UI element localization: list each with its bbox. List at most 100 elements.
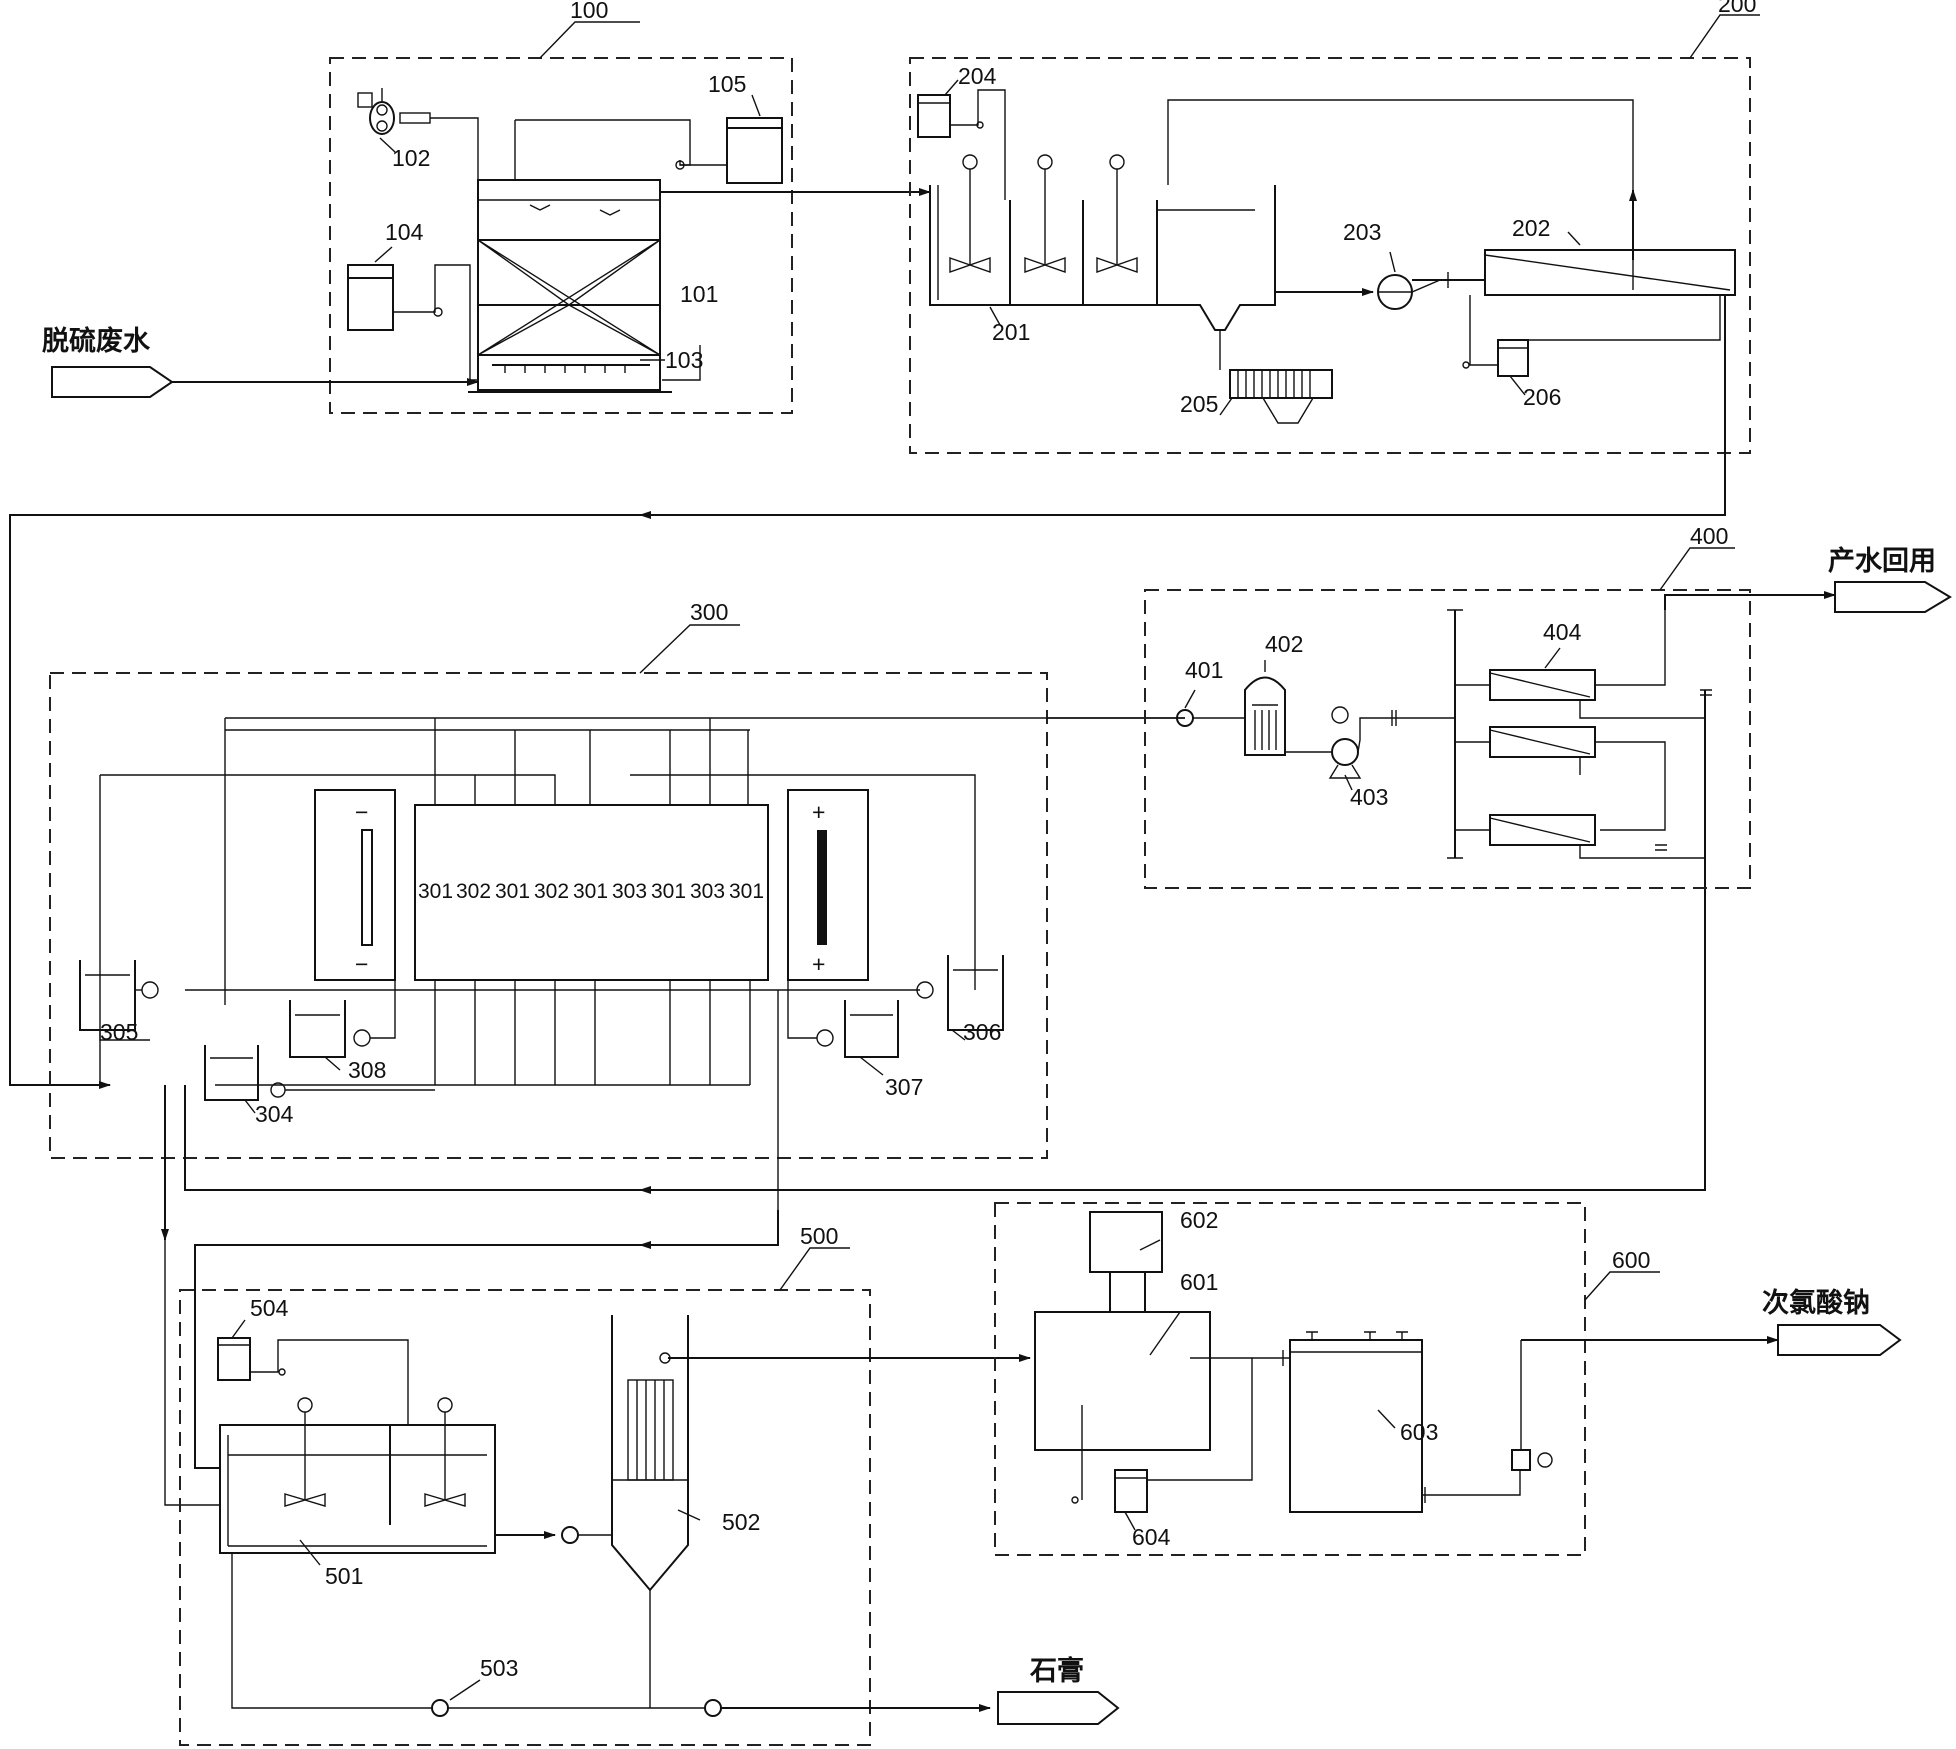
reaction-tank-501: [219, 1397, 496, 1554]
leader-305: [99, 1030, 150, 1041]
blower-102: [357, 88, 479, 180]
ed-cell-9: 301: [729, 880, 764, 903]
unit-600-boundary: [994, 1202, 1586, 1556]
label-304: 304: [255, 1101, 294, 1127]
dosing-tank-204: [917, 89, 1006, 200]
leader-306: [951, 1029, 966, 1041]
ed-bottom-piping: [185, 980, 920, 1210]
cathode-sign-bottom: −: [355, 951, 368, 977]
leader-101: [662, 345, 701, 381]
outlet-product-water-reuse: 产水回用: [1664, 546, 1952, 613]
label-308: 308: [348, 1057, 386, 1083]
label-102: 102: [392, 145, 430, 171]
leader-104: [374, 246, 393, 263]
storage-tank-603: [1252, 1331, 1521, 1513]
leader-202: [1567, 231, 1581, 246]
leader-307: [859, 1056, 884, 1076]
anode-plate: [817, 830, 827, 945]
flow-concentrate-to-500: [194, 1210, 779, 1469]
thickener-502: [611, 1315, 689, 1708]
label-502: 502: [722, 1509, 760, 1535]
label-604: 604: [1132, 1524, 1171, 1550]
unit-300-label: 300: [690, 599, 728, 625]
leader-308: [324, 1056, 341, 1071]
label-103: 103: [665, 347, 703, 373]
leader-504: [231, 1319, 246, 1339]
pump-203: [1377, 272, 1485, 310]
anode-compartment: [787, 789, 869, 981]
unit-600-label: 600: [1612, 1247, 1650, 1273]
unit-100-boundary: [329, 57, 793, 414]
leader-501: [299, 1539, 321, 1566]
ed-cell-3: 301: [495, 880, 530, 903]
pump-401: [1176, 709, 1245, 727]
tank-306: [916, 955, 1004, 1031]
tank-304: [204, 1045, 435, 1101]
label-101: 101: [680, 281, 718, 307]
unit-300-leader: [639, 624, 740, 674]
hp-pump-403: [1285, 706, 1455, 779]
leader-604: [1124, 1511, 1136, 1531]
dosing-tank-105: [675, 117, 783, 184]
ed-cell-1: 301: [418, 880, 453, 903]
ro-membranes-404: [1447, 609, 1712, 859]
filter-press-205: [1229, 369, 1333, 424]
leader-206: [1509, 375, 1526, 396]
leader-105: [751, 94, 761, 117]
leader-201: [989, 306, 1001, 326]
product-water-label: 产水回用: [1828, 546, 1936, 577]
dosing-pump-605: [1511, 1340, 1553, 1471]
cathode-sign-top: −: [355, 799, 368, 825]
label-603: 603: [1400, 1419, 1438, 1445]
leader-603: [1377, 1409, 1396, 1429]
label-602: 602: [1180, 1207, 1218, 1233]
leader-602: [1139, 1239, 1161, 1251]
leader-601: [1149, 1311, 1181, 1356]
label-205: 205: [1180, 391, 1218, 417]
label-204: 204: [958, 63, 997, 89]
outlet-sodium-hypochlorite: 次氯酸钠: [1521, 1287, 1902, 1356]
ed-cell-5: 301: [573, 880, 608, 903]
unit-200-softening: 200 201: [909, 0, 1760, 454]
ed-cell-8: 303: [690, 880, 725, 903]
label-201: 201: [992, 319, 1030, 345]
leader-102: [379, 137, 396, 153]
ed-cell-6: 303: [612, 880, 647, 903]
label-305: 305: [100, 1019, 138, 1045]
leader-401: [1184, 689, 1196, 709]
unit-600-leader: [1584, 1271, 1660, 1301]
leader-204: [944, 79, 959, 96]
unit-500-label: 500: [800, 1223, 838, 1249]
filter-202: [1484, 189, 1736, 296]
unit-300-electrodialysis: 300 − − + + 301 302 301 302 301 303 301 …: [49, 599, 1185, 1210]
unit-400-label: 400: [1690, 523, 1728, 549]
unit-600-hypochlorite-generation: 600 602 601 604: [994, 1202, 1660, 1556]
unit-500-leader: [779, 1247, 850, 1291]
hypochlorite-label: 次氯酸钠: [1762, 1287, 1870, 1319]
inlet-desulfurization-wastewater: 脱硫废水: [42, 325, 479, 398]
dosing-tank-604: [1071, 1469, 1148, 1513]
label-306: 306: [963, 1019, 1001, 1045]
cartridge-filter-402: [1244, 660, 1286, 756]
reactor-101: [468, 119, 691, 393]
ed-cell-7: 301: [651, 880, 686, 903]
flow-400-recycle: [184, 690, 1706, 1191]
ed-cell-4: 302: [534, 880, 569, 903]
unit-100-leader: [539, 21, 640, 59]
label-504: 504: [250, 1295, 289, 1321]
tank-307: [787, 980, 899, 1058]
flow-feed-501: [164, 1240, 220, 1506]
label-601: 601: [1180, 1269, 1218, 1295]
dosing-tank-206: [1462, 295, 1721, 377]
label-105: 105: [708, 71, 746, 97]
inlet-label: 脱硫废水: [42, 325, 151, 357]
dosing-tank-104: [347, 264, 478, 381]
leader-502: [677, 1509, 701, 1521]
unit-400-boundary: [1144, 589, 1751, 889]
tank-305: [79, 960, 159, 1031]
pump-503: [231, 1553, 650, 1717]
unit-500-gypsum-crystallization: 500 501 504: [179, 1223, 871, 1746]
unit-100-label: 100: [570, 0, 608, 23]
leader-503: [449, 1679, 481, 1701]
